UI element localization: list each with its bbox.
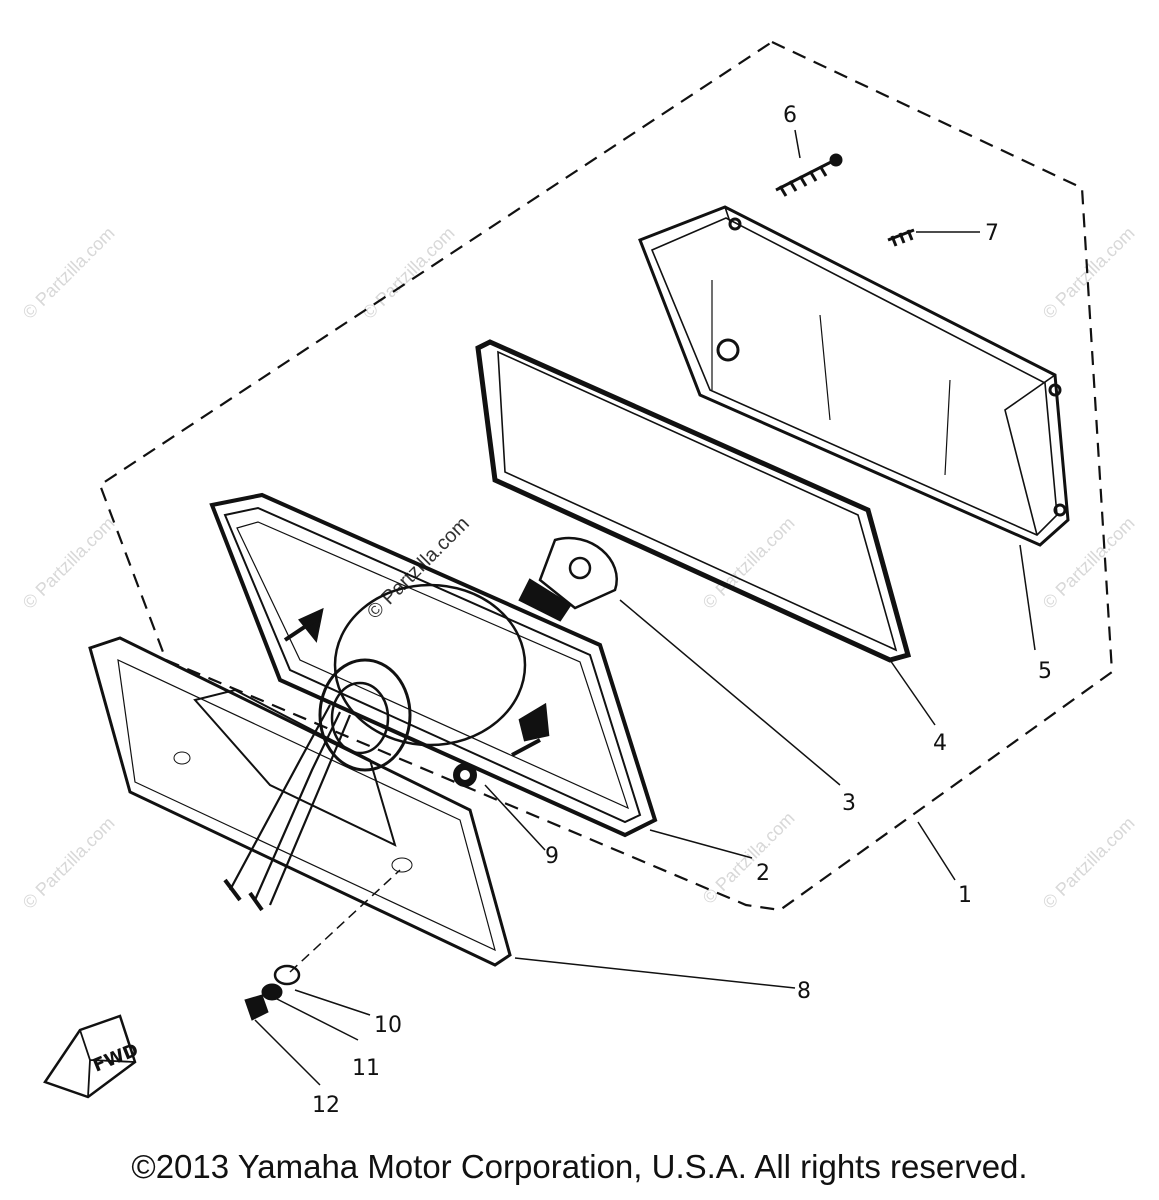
housing bbox=[638, 205, 1070, 547]
bolt-9 bbox=[453, 763, 477, 787]
label-part-9: 9 bbox=[545, 844, 559, 869]
fwd-marker: FWD bbox=[43, 1014, 142, 1099]
watermark: © Partzilla.com bbox=[699, 808, 799, 908]
label-part-3: 3 bbox=[842, 791, 856, 816]
assembly-outline bbox=[98, 40, 1114, 912]
reflector bbox=[223, 583, 550, 912]
label-part-4: 4 bbox=[933, 731, 947, 756]
watermark: © Partzilla.com bbox=[19, 813, 119, 913]
label-part-8: 8 bbox=[797, 979, 811, 1004]
part-labels: 1 2 3 4 5 6 7 8 9 10 11 12 bbox=[312, 103, 1052, 1118]
fastener-stack bbox=[244, 869, 401, 1021]
watermark: © Partzilla.com bbox=[1039, 513, 1139, 613]
bulb bbox=[518, 536, 618, 622]
label-part-6: 6 bbox=[783, 103, 797, 128]
label-part-1: 1 bbox=[958, 883, 972, 908]
watermark: © Partzilla.com bbox=[363, 513, 474, 624]
watermark: © Partzilla.com bbox=[19, 223, 119, 323]
lower-lens-panel bbox=[88, 636, 512, 967]
watermark: © Partzilla.com bbox=[1039, 813, 1139, 913]
screw-7 bbox=[887, 228, 915, 247]
watermark-group: © Partzilla.com © Partzilla.com © Partzi… bbox=[19, 223, 1139, 913]
label-part-5: 5 bbox=[1038, 659, 1052, 684]
label-part-7: 7 bbox=[985, 221, 999, 246]
watermark: © Partzilla.com bbox=[359, 223, 459, 323]
label-part-12: 12 bbox=[312, 1093, 340, 1118]
label-part-2: 2 bbox=[756, 861, 770, 886]
diagram-canvas: © Partzilla.com © Partzilla.com © Partzi… bbox=[19, 40, 1139, 1118]
label-part-10: 10 bbox=[374, 1013, 402, 1038]
screw-6 bbox=[775, 153, 843, 197]
label-part-11: 11 bbox=[352, 1056, 380, 1081]
copyright-notice: ©2013 Yamaha Motor Corporation, U.S.A. A… bbox=[131, 1148, 1028, 1185]
watermark: © Partzilla.com bbox=[19, 513, 119, 613]
leader-lines bbox=[254, 129, 1036, 1086]
